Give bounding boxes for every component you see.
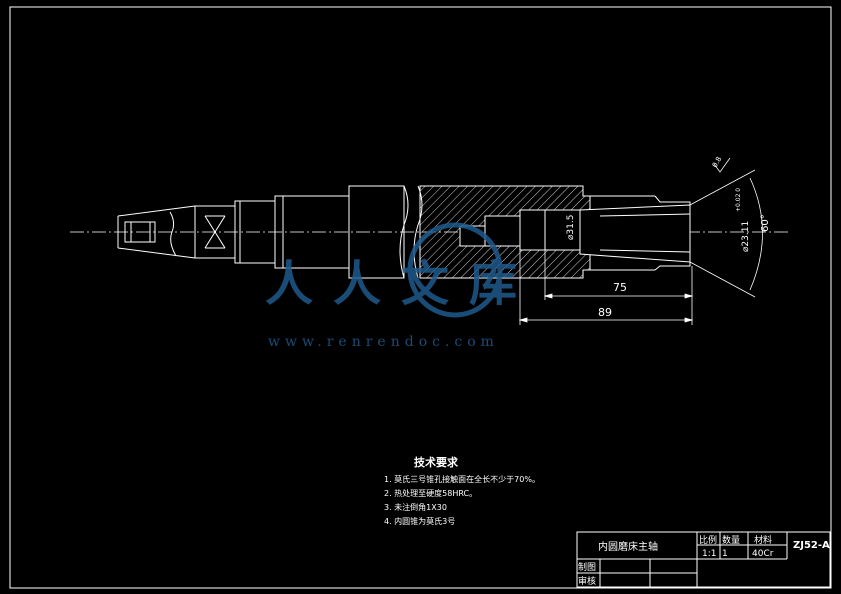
angle-label: 60°: [760, 214, 771, 232]
material-value: 40Cr: [752, 549, 774, 559]
quantity-label: 数量: [722, 534, 740, 546]
watermark-url: www.renrendoc.com: [268, 334, 499, 350]
note-2: 2. 热处理至硬度58HRC。: [384, 488, 477, 498]
note-1: 1. 莫氏三号锥孔接触面在全长不少于70%。: [384, 474, 540, 484]
title-block: [576, 531, 831, 588]
drawing-title: 内圆磨床主轴: [598, 540, 658, 553]
bore-diameter-label: ⌀31.5: [566, 215, 576, 240]
quantity-value: 1: [722, 549, 728, 559]
length-dimensions: [518, 250, 694, 325]
note-3: 3. 未注倒角1X30: [384, 502, 447, 512]
sheet-border: [9, 6, 832, 589]
roughness-symbol: [713, 157, 731, 173]
notes-heading: 技术要求: [414, 455, 459, 469]
tolerance-label: +0.02 0: [735, 188, 742, 212]
length-75-label: 75: [613, 281, 627, 294]
checked-by-label: 审核: [578, 575, 596, 587]
shaft-outline: [117, 185, 691, 279]
roughness-label: 0.8: [711, 155, 723, 169]
drawn-by-label: 制图: [578, 561, 596, 573]
taper-diameter-label: ⌀23.11: [741, 221, 751, 252]
angle-dimension: [689, 169, 763, 298]
drawing-code: ZJ52-A: [793, 540, 830, 551]
scale-value: 1:1: [702, 549, 716, 559]
scale-label: 比例: [699, 534, 717, 546]
material-label: 材料: [754, 534, 772, 546]
watermark: 人人文库 www.renrendoc.com: [265, 222, 537, 350]
watermark-logo-ring: [407, 222, 503, 318]
length-89-label: 89: [598, 306, 612, 319]
note-4: 4. 内圆锥为莫氏3号: [384, 516, 455, 526]
watermark-logo-text: 人人文库: [265, 256, 537, 312]
